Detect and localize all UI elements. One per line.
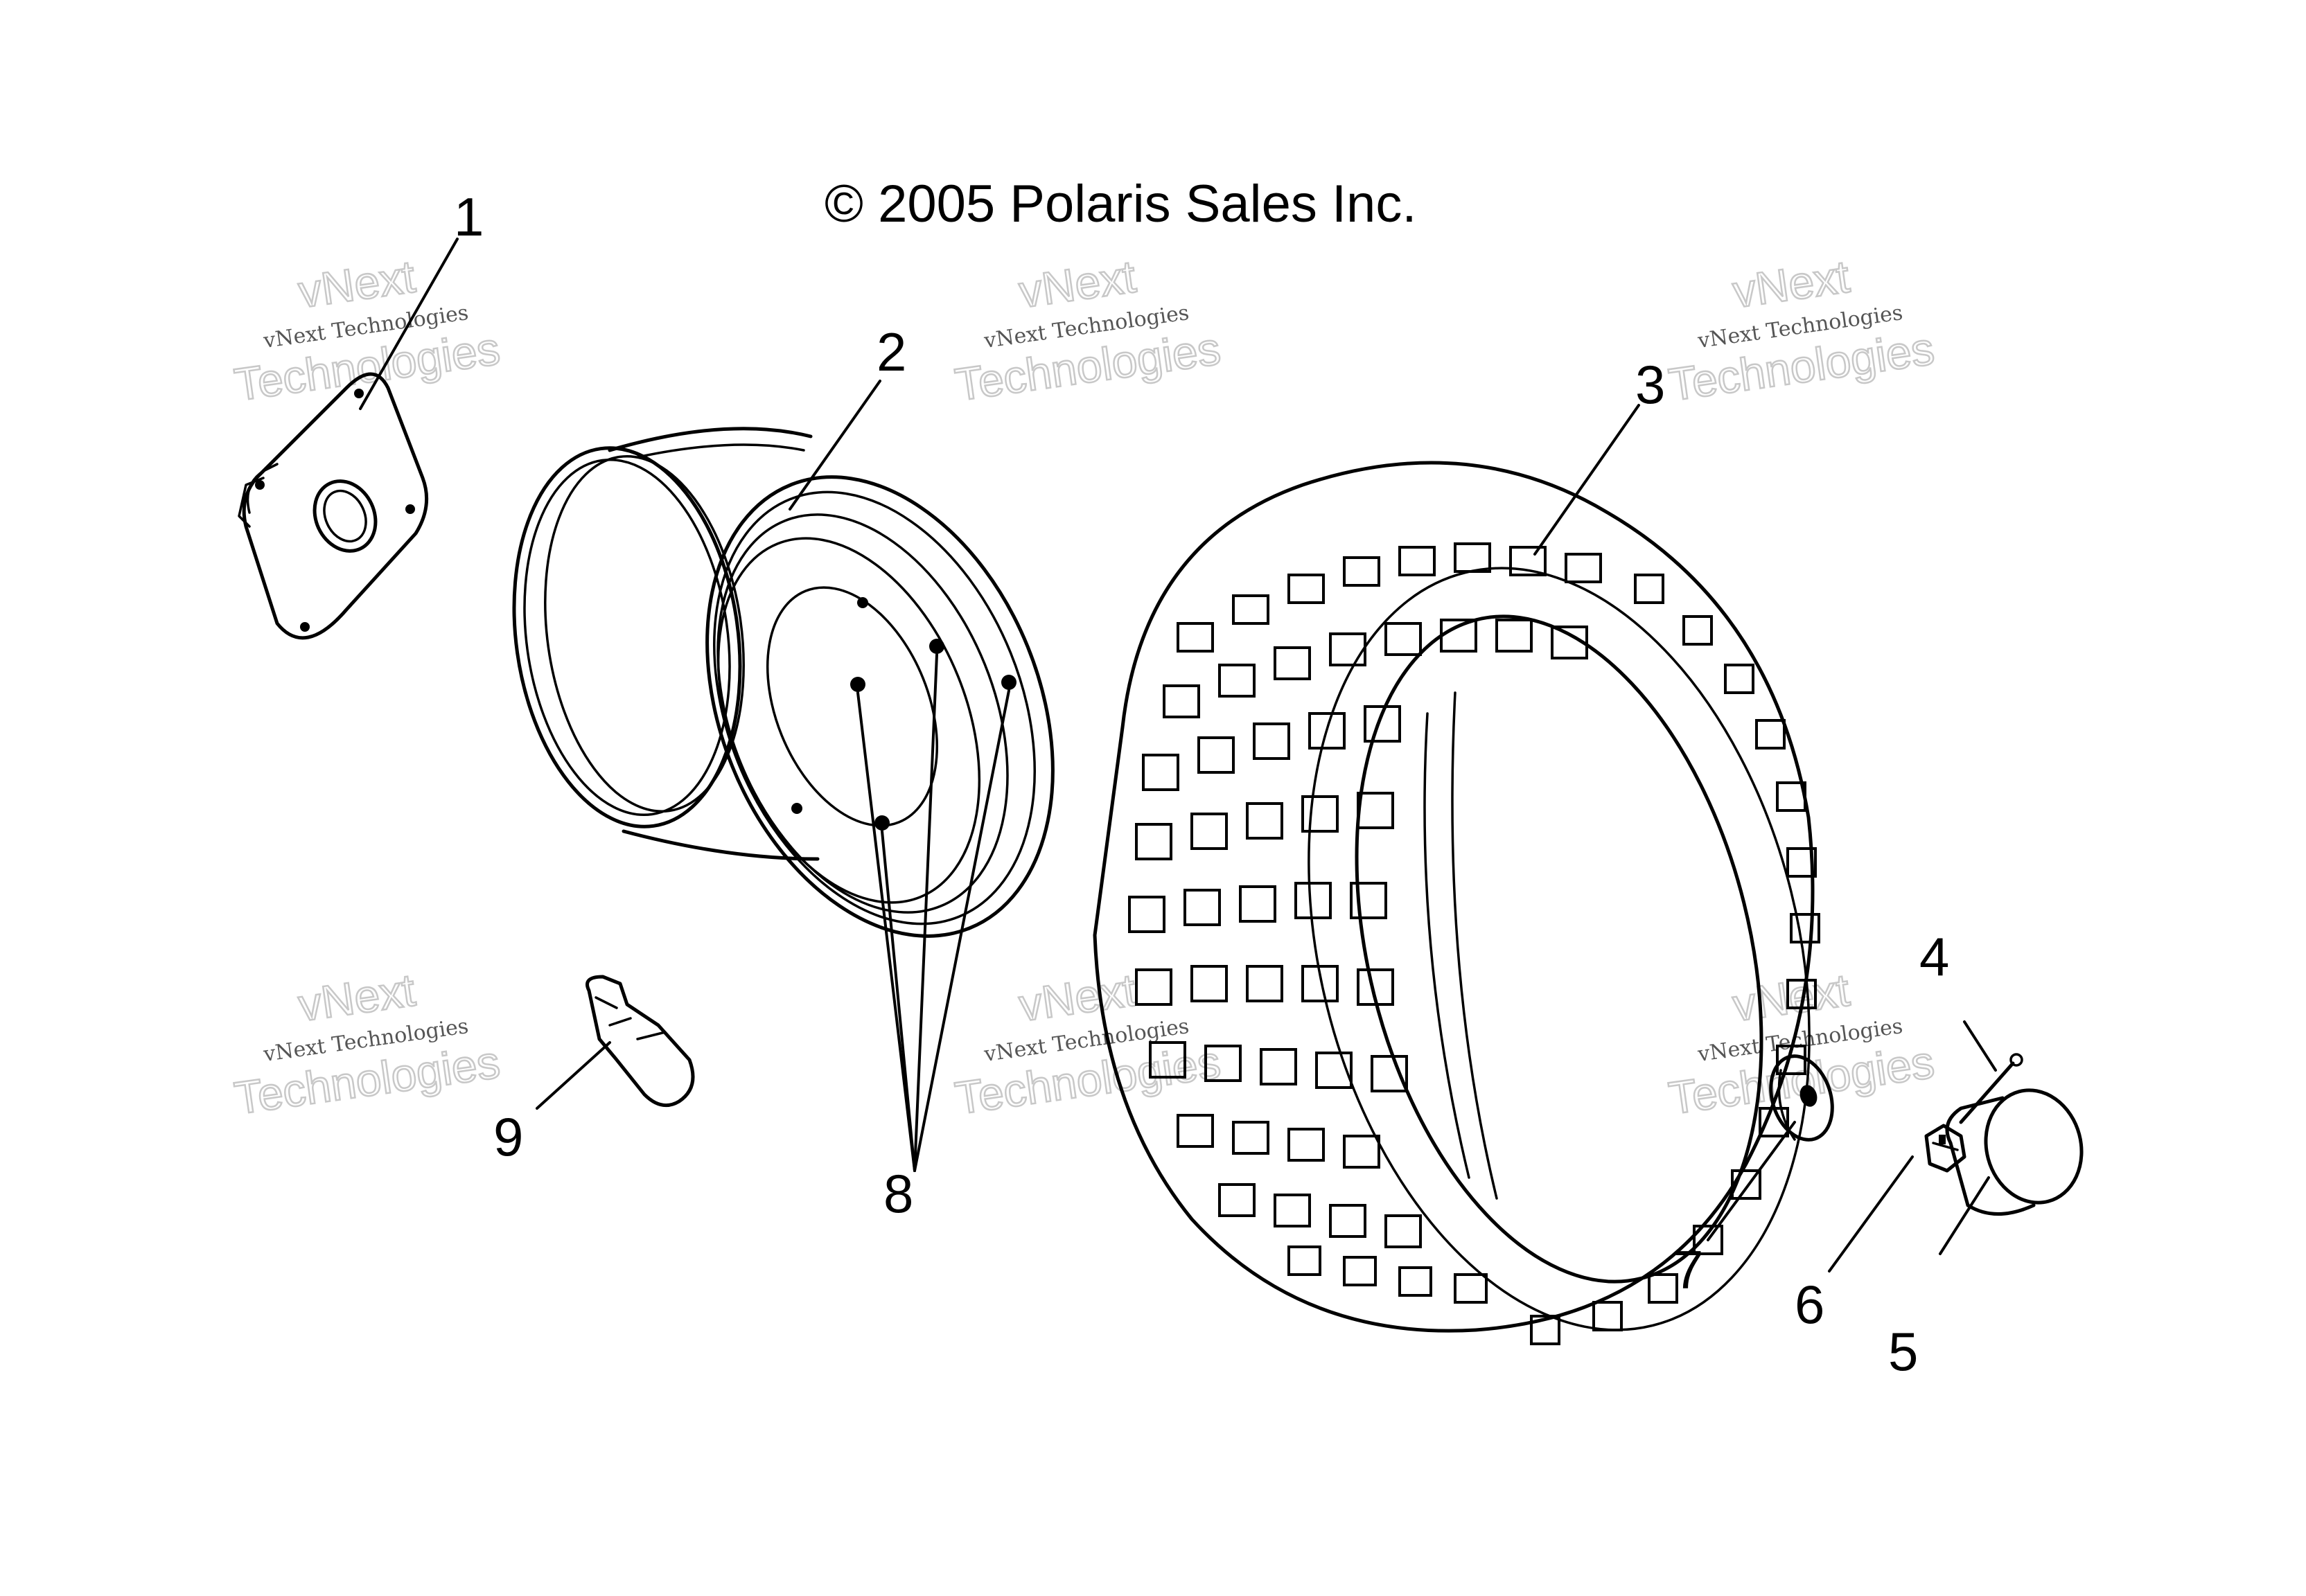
tire [1093, 461, 1820, 1345]
watermark: vNext vNext Technologies Technologies [951, 249, 1224, 411]
callout-3: 3 [1635, 354, 1665, 415]
cotter-pin [1959, 1053, 2023, 1124]
watermark-group: vNext vNext Technologies Technologies vN… [231, 249, 1938, 1124]
leader-lines [359, 238, 1997, 1273]
watermark: vNext vNext Technologies Technologies [1665, 249, 1938, 411]
callout-1: 1 [454, 186, 484, 247]
watermark-line1: vNext [1730, 250, 1852, 317]
lug-nut-c [1001, 675, 1016, 690]
watermark-line1: vNext [1016, 250, 1138, 317]
valve-stem [586, 975, 695, 1108]
wheel-rim [512, 427, 1055, 938]
watermark-line1: vNext [295, 964, 418, 1031]
lug-nut-d [874, 815, 890, 831]
callout-8: 8 [883, 1163, 913, 1224]
hub-cap [1945, 1088, 2084, 1216]
watermark-line1: vNext [1016, 964, 1138, 1031]
callouts: 1 2 3 4 5 6 7 8 9 [454, 186, 1949, 1382]
washer [1769, 1054, 1834, 1142]
callout-2: 2 [877, 321, 906, 382]
callout-5: 5 [1888, 1321, 1918, 1382]
tread-pattern [1128, 542, 1820, 1345]
callout-7: 7 [1673, 1239, 1703, 1300]
callout-9: 9 [493, 1106, 523, 1167]
callout-6: 6 [1795, 1274, 1824, 1335]
watermark-line1: vNext [295, 250, 418, 317]
castle-nut [1924, 1124, 1966, 1173]
watermark: vNext vNext Technologies Technologies [951, 963, 1224, 1124]
callout-4: 4 [1919, 926, 1949, 987]
watermark: vNext vNext Technologies Technologies [231, 249, 504, 411]
watermark-line1: vNext [1730, 964, 1852, 1031]
lug-nut-b [850, 677, 865, 692]
hub-plate [238, 372, 429, 640]
lug-nut-a [929, 639, 944, 654]
copyright-text: © 2005 Polaris Sales Inc. [825, 175, 1416, 233]
watermark: vNext vNext Technologies Technologies [231, 963, 504, 1124]
